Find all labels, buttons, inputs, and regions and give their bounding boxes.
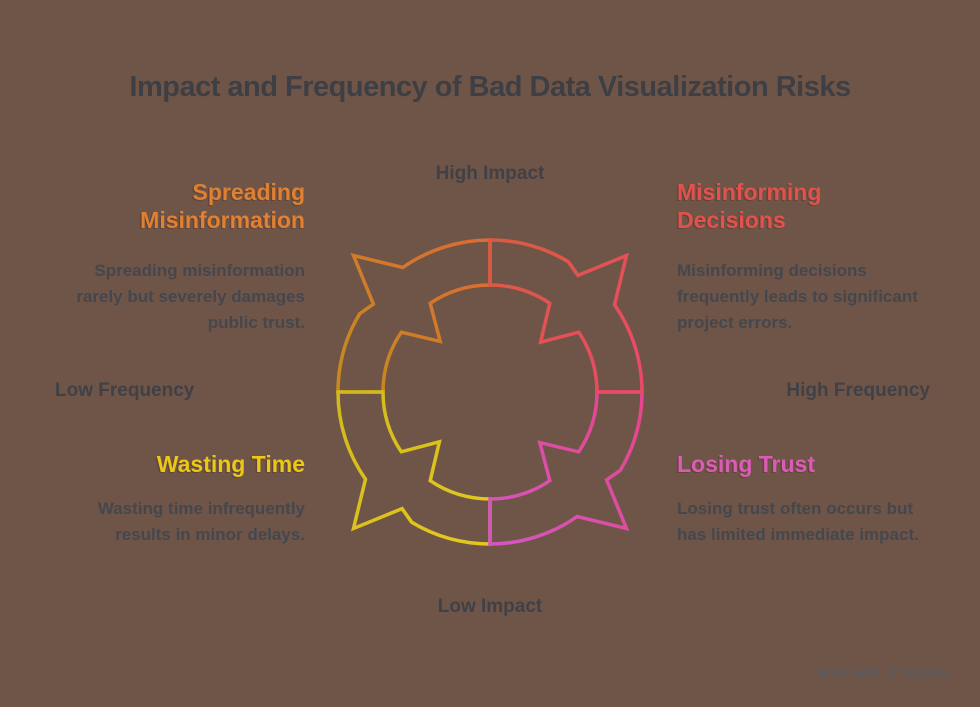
quadrant-heading-misinforming-decisions: Misinforming Decisions xyxy=(677,179,822,233)
axis-label-high-impact: High Impact xyxy=(435,163,545,184)
page-title: Impact and Frequency of Bad Data Visuali… xyxy=(129,71,851,103)
quadrant-spreading-misinformation: Spreading Misinformation Spreading misin… xyxy=(55,178,305,336)
quadrant-description-losing-trust: Losing trust often occurs but has limite… xyxy=(677,499,919,544)
cycle-segment-spreading-misinformation xyxy=(336,238,492,394)
quadrant-misinforming-decisions: Misinforming Decisions Misinforming deci… xyxy=(677,178,927,336)
quadrant-heading-spreading-misinformation: Spreading Misinformation xyxy=(140,179,305,233)
cycle-segment-wasting-time xyxy=(336,390,492,546)
napkin-pen-icon xyxy=(886,666,900,680)
watermark-brand: Napkin xyxy=(904,665,948,680)
watermark-prefix: Made with xyxy=(817,665,881,680)
quadrant-description-wasting-time: Wasting time infrequently results in min… xyxy=(97,499,305,544)
quadrant-description-misinforming-decisions: Misinforming decisions frequently leads … xyxy=(677,261,918,332)
quadrant-losing-trust: Losing Trust Losing trust often occurs b… xyxy=(677,450,927,548)
cycle-segment-misinforming-decisions xyxy=(488,238,644,394)
napkin-watermark[interactable]: Made with Napkin xyxy=(818,665,948,680)
quadrant-wasting-time: Wasting Time Wasting time infrequently r… xyxy=(55,450,305,548)
quadrant-description-spreading-misinformation: Spreading misinformation rarely but seve… xyxy=(76,261,305,332)
axis-label-low-frequency: Low Frequency xyxy=(55,380,195,401)
quadrant-heading-wasting-time: Wasting Time xyxy=(156,451,305,477)
axis-label-high-frequency: High Frequency xyxy=(786,380,930,401)
quadrant-heading-losing-trust: Losing Trust xyxy=(677,451,815,477)
axis-label-low-impact: Low Impact xyxy=(437,596,543,617)
cycle-segment-losing-trust xyxy=(488,390,644,546)
